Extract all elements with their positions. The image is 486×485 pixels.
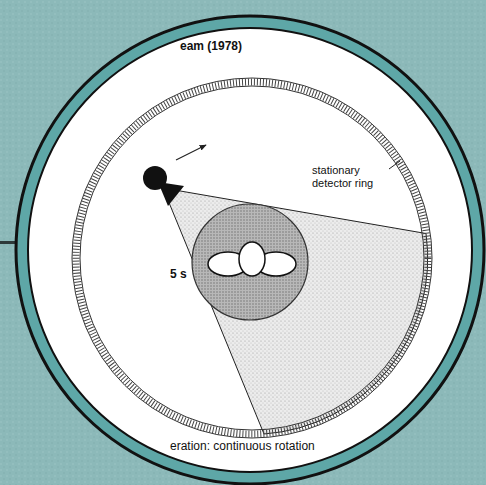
patient-aperture (192, 204, 308, 320)
fan-beam (163, 188, 428, 434)
rotation-arrow (176, 145, 206, 160)
detector-ring-outer (72, 78, 432, 438)
figure-title: eam (1978) (180, 40, 242, 54)
figure-caption: eration: continuous rotation (170, 440, 315, 454)
detector-ring-inner (80, 86, 424, 430)
patient-figure (208, 242, 296, 276)
leader-line (389, 161, 400, 169)
time-label: 5 s (170, 268, 187, 282)
xray-tube (143, 166, 167, 190)
part-label: stationary detector ring (312, 164, 388, 189)
detector-elements (76, 82, 428, 434)
frame-ring (16, 16, 484, 484)
picture-disc (28, 28, 472, 472)
